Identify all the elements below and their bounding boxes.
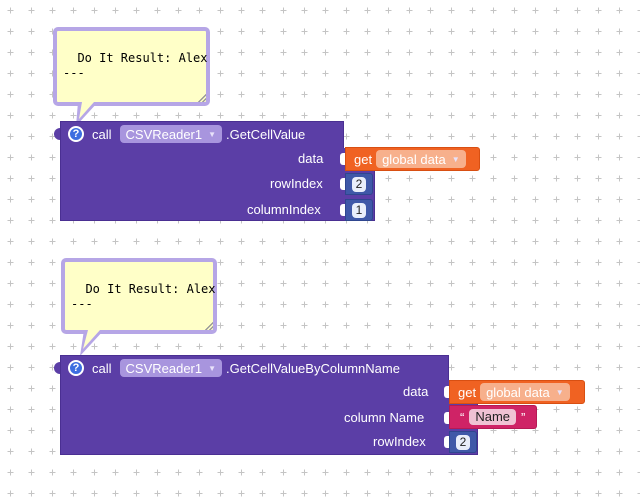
number-block[interactable]: 1 (345, 199, 373, 221)
number-block[interactable]: 2 (449, 431, 477, 453)
chevron-down-icon: ▼ (555, 387, 564, 397)
number-field[interactable]: 1 (351, 202, 367, 218)
input-socket (340, 153, 345, 165)
param-label-columnindex: columnIndex (247, 202, 321, 217)
get-label: get (354, 151, 373, 167)
param-label-data: data (403, 384, 429, 399)
procedure-call-block-body[interactable] (60, 148, 375, 221)
input-socket (340, 178, 345, 190)
result-bubble-2: Do It Result: Alex --- (61, 258, 217, 334)
get-label: get (458, 384, 477, 400)
input-socket (340, 204, 345, 216)
resize-handle[interactable] (198, 94, 206, 102)
component-name: CSVReader1 (125, 126, 203, 142)
output-connector (54, 362, 60, 374)
param-label-rowindex: rowIndex (270, 176, 323, 191)
procedure-call-block-body[interactable] (60, 380, 478, 455)
text-string-block[interactable]: “ Name ” (449, 405, 537, 429)
component-name: CSVReader1 (125, 360, 203, 376)
get-variable-block[interactable]: get global data ▼ (345, 147, 480, 171)
bubble-tail (80, 330, 104, 356)
input-socket (444, 386, 449, 398)
method-name: .GetCellValue (226, 126, 306, 142)
param-label-column-name: column Name (344, 410, 425, 425)
help-icon[interactable]: ? (68, 360, 84, 376)
chevron-down-icon: ▼ (208, 363, 217, 373)
get-variable-block[interactable]: get global data ▼ (449, 380, 585, 404)
param-label-rowindex: rowIndex (373, 434, 426, 449)
number-block[interactable]: 2 (345, 173, 373, 195)
call-label: call (92, 126, 112, 142)
component-dropdown[interactable]: CSVReader1 ▼ (119, 125, 223, 143)
result-bubble-1: Do It Result: Alex --- (53, 27, 210, 106)
method-name: .GetCellValueByColumnName (226, 360, 400, 376)
component-dropdown[interactable]: CSVReader1 ▼ (119, 359, 223, 377)
bubble-tail (76, 102, 98, 126)
call-label: call (92, 360, 112, 376)
input-socket (444, 412, 449, 424)
variable-name: global data (382, 151, 446, 167)
number-field[interactable]: 2 (455, 434, 471, 450)
variable-dropdown[interactable]: global data ▼ (480, 383, 570, 401)
chevron-down-icon: ▼ (208, 129, 217, 139)
result-bubble-text: Do It Result: Alex --- (71, 282, 216, 311)
help-icon[interactable]: ? (68, 126, 84, 142)
param-label-data: data (298, 151, 324, 166)
resize-handle[interactable] (205, 322, 213, 330)
close-quote: ” (521, 409, 526, 425)
call-header: ? call CSVReader1 ▼ .GetCellValue (68, 125, 305, 143)
variable-dropdown[interactable]: global data ▼ (376, 150, 466, 168)
result-bubble-text: Do It Result: Alex --- (63, 51, 208, 80)
input-socket (444, 436, 449, 448)
number-field[interactable]: 2 (351, 176, 367, 192)
chevron-down-icon: ▼ (451, 154, 460, 164)
open-quote: “ (460, 409, 465, 425)
output-connector (54, 128, 60, 140)
variable-name: global data (486, 384, 550, 400)
text-field[interactable]: Name (469, 409, 517, 425)
call-header: ? call CSVReader1 ▼ .GetCellValueByColum… (68, 359, 400, 377)
